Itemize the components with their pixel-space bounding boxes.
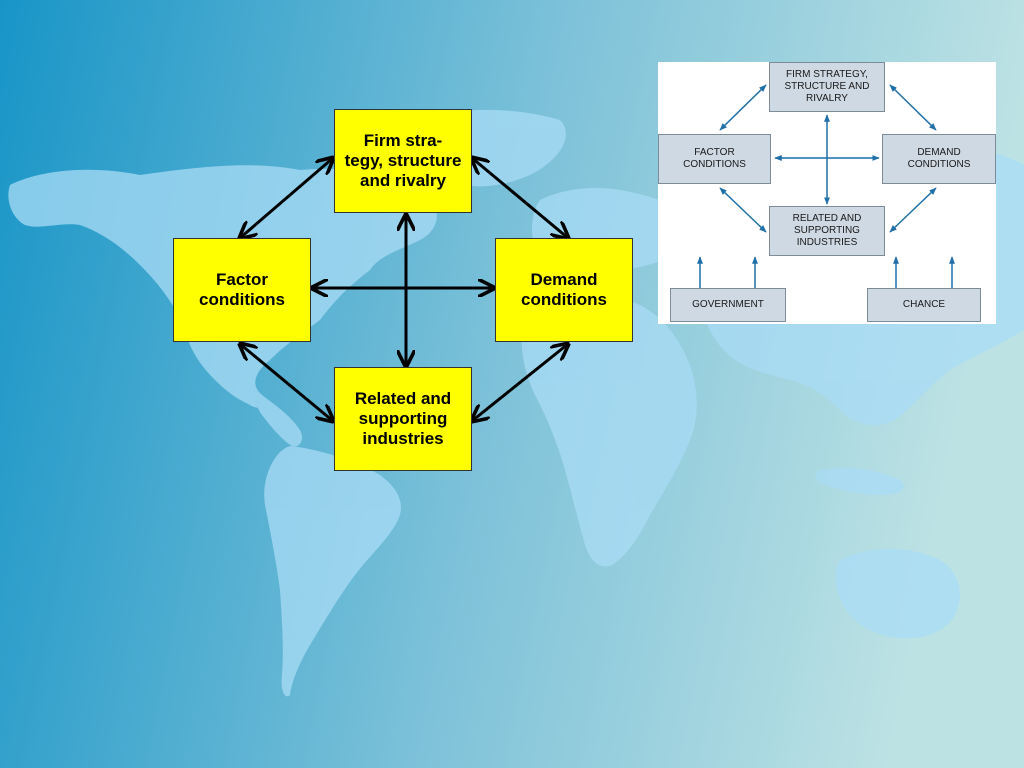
ref-arrow-firm-demand [889,84,937,131]
ref-related-industries-label: RELATED AND SUPPORTING INDUSTRIES [792,213,862,248]
ref-firm-strategy-box: FIRM STRATEGY, STRUCTURE AND RIVALRY [769,62,885,112]
related-industries-label: Related and supporting industries [354,389,452,448]
ref-arrow-factor-related [719,187,767,233]
demand-conditions-label: Demand conditions [521,270,607,309]
ref-arrow-firm-factor [719,84,767,131]
ref-demand-conditions-label: DEMAND CONDITIONS [907,147,971,170]
arrow-firm-factor [240,158,333,238]
related-industries-box: Related and supporting industries [334,367,472,471]
factor-conditions-box: Factor conditions [173,238,311,342]
arrow-factor-related [240,344,333,421]
reference-diagram-arrows [697,84,955,288]
south-america-shape [264,446,401,697]
ref-chance-box: CHANCE [867,288,981,322]
ref-government-box: GOVERNMENT [670,288,786,322]
arrow-demand-related [472,344,568,421]
islands-shape [815,468,904,495]
australia-shape [835,548,960,639]
arrow-firm-demand [472,158,568,238]
firm-strategy-label: Firm stra- tegy, structure and rivalry [344,131,462,190]
ref-government-label: GOVERNMENT [692,299,764,310]
ref-demand-conditions-box: DEMAND CONDITIONS [882,134,996,184]
ref-chance-label: CHANCE [902,299,946,310]
ref-factor-conditions-label: FACTOR CONDITIONS [683,147,746,170]
firm-strategy-box: Firm stra- tegy, structure and rivalry [334,109,472,213]
ref-arrow-demand-related [889,187,937,233]
ref-factor-conditions-box: FACTOR CONDITIONS [658,134,771,184]
reference-diagram-panel: FIRM STRATEGY, STRUCTURE AND RIVALRY FAC… [658,62,996,324]
ref-related-industries-box: RELATED AND SUPPORTING INDUSTRIES [769,206,885,256]
ref-firm-strategy-label: FIRM STRATEGY, STRUCTURE AND RIVALRY [784,69,870,104]
factor-conditions-label: Factor conditions [199,270,285,309]
demand-conditions-box: Demand conditions [495,238,633,342]
